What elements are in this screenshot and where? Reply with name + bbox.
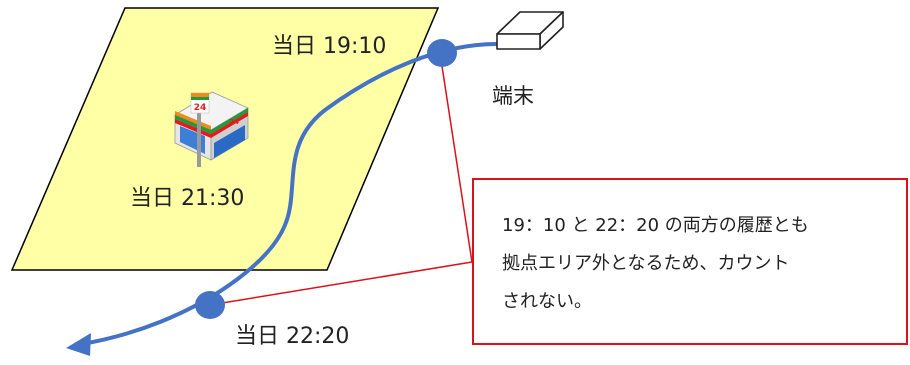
convenience-store-icon: 24 24: [174, 91, 249, 167]
note-line: 拠点エリア外となるため、カウント: [502, 253, 790, 274]
time-label-last: 当日 22:20: [235, 324, 350, 349]
explanation-note: 19：10 と 22：20 の両方の履歴とも 拠点エリア外となるため、カウント …: [472, 178, 908, 345]
path-arrow-head: [66, 333, 91, 356]
callout-line-last: [209, 261, 473, 306]
device-icon: [496, 11, 564, 50]
note-line: されない。: [502, 291, 592, 312]
store-sign-number: 24: [194, 103, 207, 113]
store-wall-number: 24: [229, 118, 239, 126]
location-point-first: [427, 39, 457, 67]
movement-path: [81, 42, 498, 346]
device-label: 端末: [492, 84, 534, 108]
callout-line-first: [439, 52, 473, 263]
time-label-middle: 当日 21:30: [130, 186, 245, 211]
location-point-last: [195, 291, 225, 319]
time-label-first: 当日 19:10: [272, 34, 387, 59]
note-line: 19：10 と 22：20 の両方の履歴とも: [502, 215, 809, 236]
